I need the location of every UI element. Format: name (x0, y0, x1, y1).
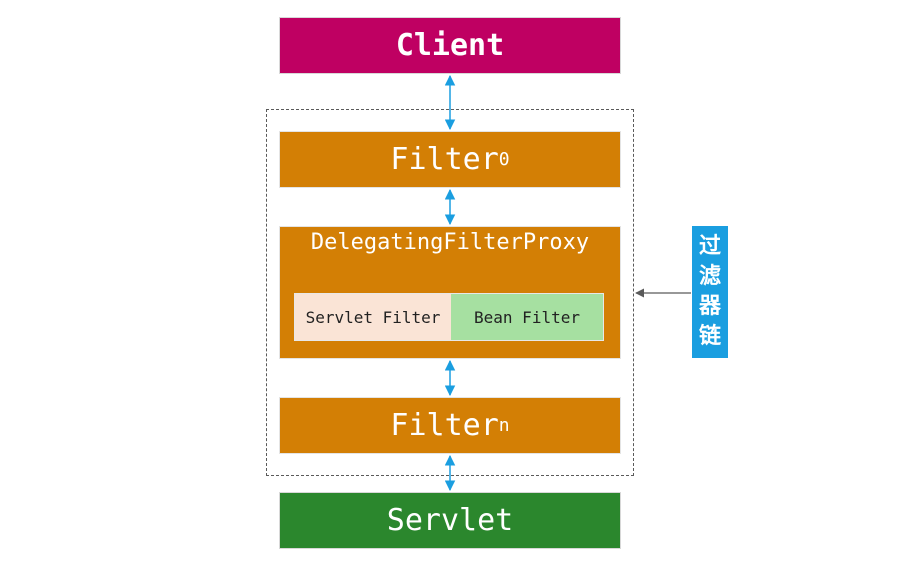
filter-chain-label-char: 器 (698, 294, 721, 319)
filter-chain-label-char: 过 (698, 234, 721, 259)
delegating-filter-proxy-label: DelegatingFilterProxy (310, 230, 590, 255)
client-box: Client (279, 17, 621, 74)
filter-chain-label-char: 链 (698, 324, 721, 349)
filter-0-label: Filter (390, 142, 499, 177)
filter-chain-label: 过滤器链 (692, 226, 728, 358)
bean-filter-label: Bean Filter (474, 307, 580, 327)
delegating-filter-proxy-box: DelegatingFilterProxy Servlet Filter Bea… (279, 226, 621, 359)
servlet-label: Servlet (386, 503, 514, 538)
servlet-box: Servlet (279, 492, 621, 549)
filter-chain-label-char: 滤 (698, 264, 721, 289)
servlet-filter-label: Servlet Filter (305, 307, 441, 327)
bean-filter-box: Bean Filter (451, 294, 603, 340)
filter-n-label: Filter (390, 408, 499, 443)
filter-chain-label-text: 过滤器链 (699, 232, 721, 352)
servlet-filter-box: Servlet Filter (295, 294, 451, 340)
proxy-inner-filters: Servlet Filter Bean Filter (294, 293, 604, 341)
client-label: Client (395, 28, 505, 63)
